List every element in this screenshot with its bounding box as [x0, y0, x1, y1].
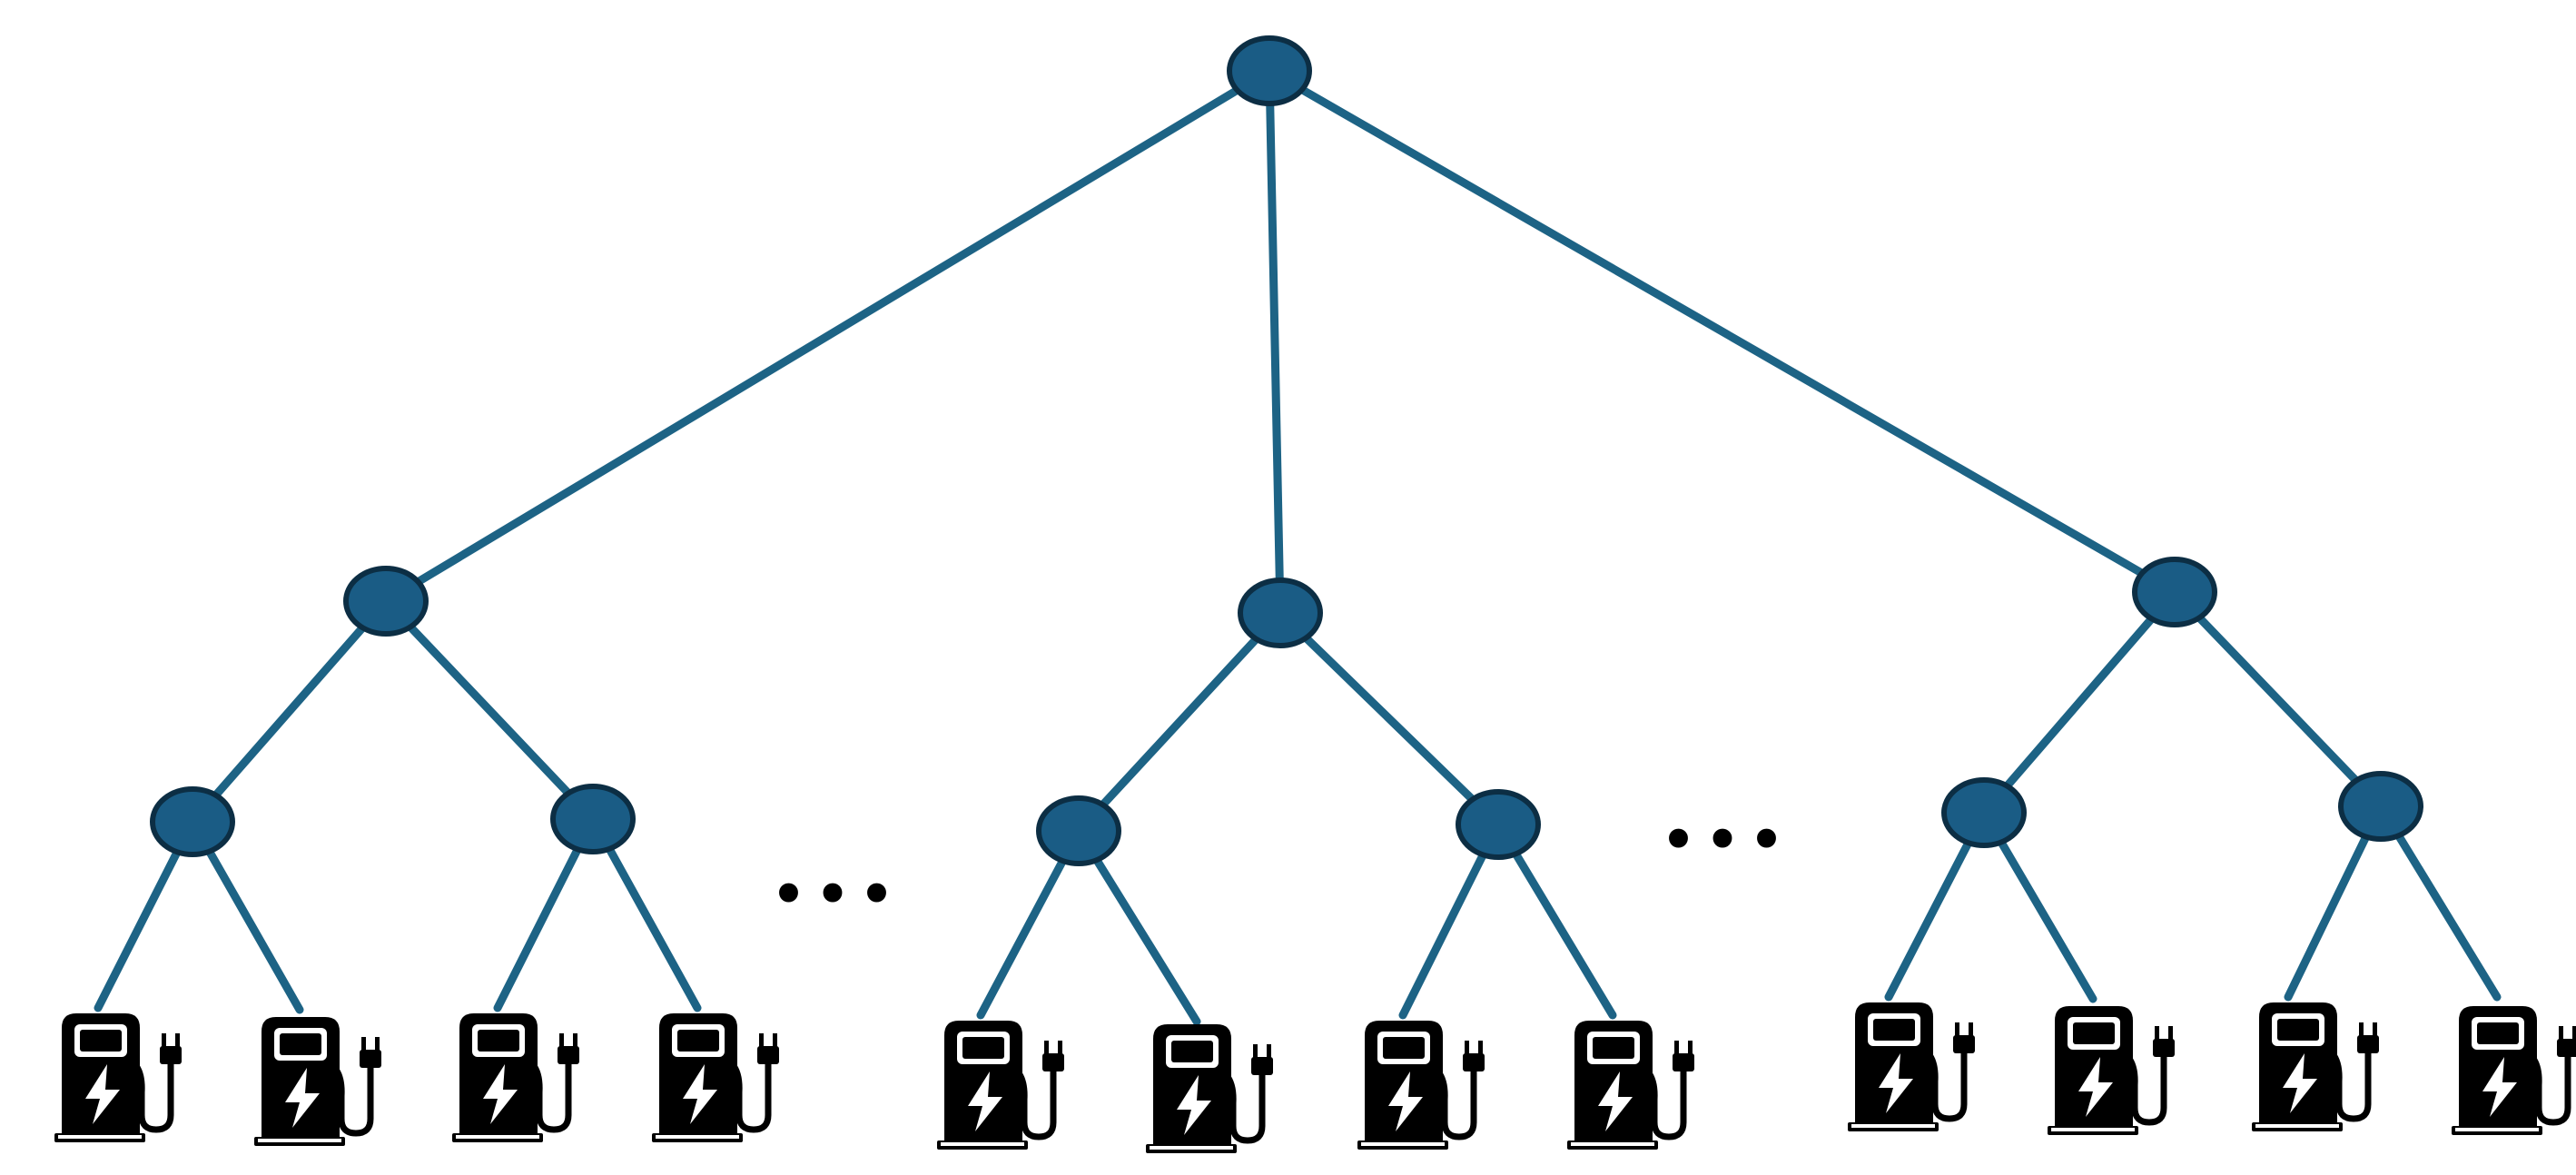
ellipsis-left: •••: [769, 856, 901, 933]
level1-node-3: [2132, 557, 2217, 627]
edge-level1-to-level2-1: [188, 597, 390, 826]
ev-charging-station-icon: [652, 1013, 779, 1142]
level2-node-5: [1941, 777, 2027, 848]
ev-charging-station-icon: [1848, 1002, 1975, 1131]
level1-node-2: [1238, 578, 1323, 648]
edge-root-to-node-3: [1265, 66, 2179, 597]
tree-edges: [94, 66, 2502, 1026]
ellipsis-right: •••: [1659, 802, 1791, 878]
edge-level1-to-level2-6: [2170, 588, 2385, 811]
level1-node-1: [343, 566, 429, 637]
level2-node-1: [150, 786, 235, 857]
edge-level1-to-level2-2: [381, 597, 597, 824]
ev-charging-station-icon: [54, 1013, 182, 1142]
edge-level1-to-level2-3: [1074, 608, 1285, 835]
level2-node-3: [1036, 795, 1121, 866]
level2-node-4: [1456, 789, 1541, 860]
edge-to-charger-6: [1074, 826, 1201, 1026]
ev-charging-station-icon: [452, 1013, 579, 1142]
ev-charging-station-icon: [937, 1021, 1064, 1150]
charging-stations: [54, 1002, 2576, 1153]
ev-charging-station-icon: [1146, 1024, 1273, 1153]
ev-charging-station-icon: [254, 1017, 381, 1146]
edge-to-charger-12: [2376, 802, 2502, 1002]
ev-charging-station-icon: [2048, 1006, 2175, 1135]
ev-charging-station-icon: [1567, 1021, 1694, 1150]
ev-charging-station-icon: [1357, 1021, 1485, 1150]
root-node: [1227, 35, 1312, 106]
ev-charging-station-icon: [2452, 1006, 2576, 1135]
edge-root-to-node-1: [381, 66, 1274, 606]
level2-node-2: [550, 784, 636, 854]
edge-level1-to-level2-5: [1979, 588, 2179, 817]
edge-level1-to-level2-4: [1276, 608, 1503, 829]
ev-charging-station-icon: [2252, 1002, 2379, 1131]
edge-root-to-node-2: [1265, 66, 1285, 617]
tree-nodes: [150, 35, 2423, 866]
level2-node-6: [2338, 771, 2423, 842]
